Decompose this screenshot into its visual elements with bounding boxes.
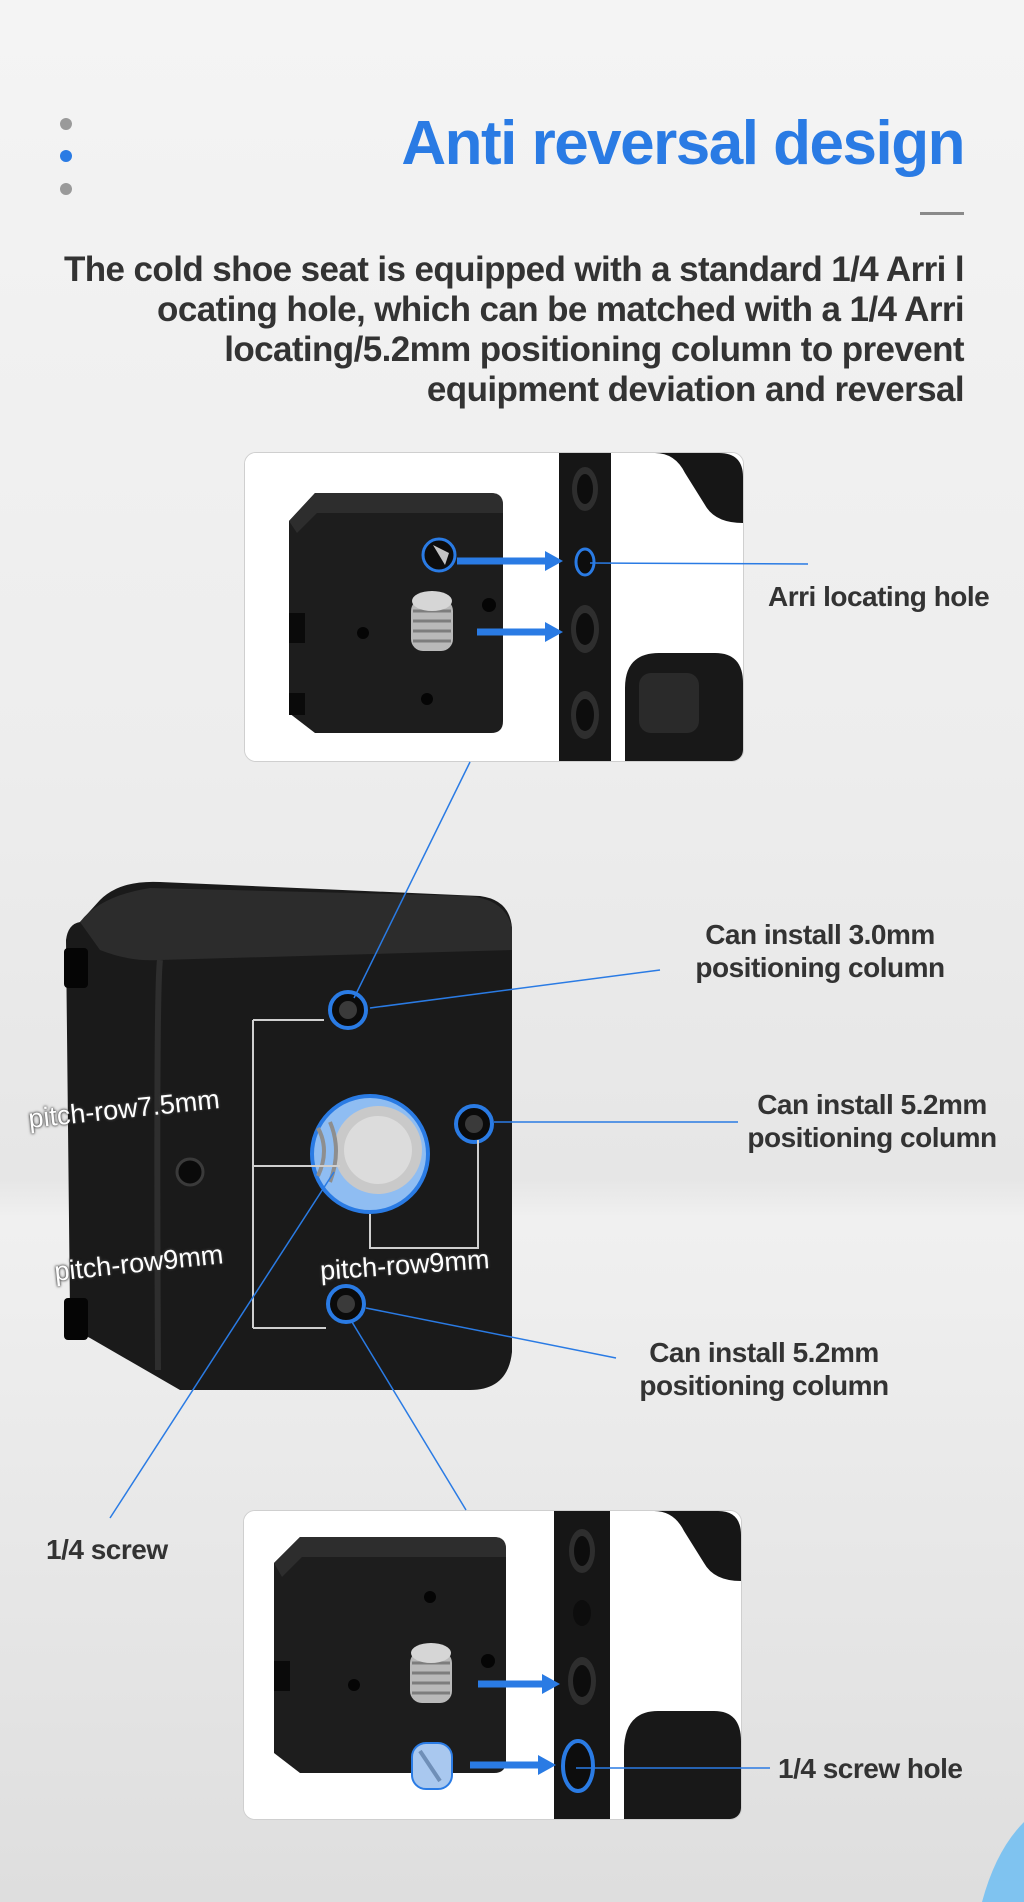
callout-5-2mm-bottom-line-2: positioning column bbox=[639, 1370, 889, 1401]
callout-3mm-column: Can install 3.0mm positioning column bbox=[688, 918, 952, 984]
callout-3mm-line-2: positioning column bbox=[695, 952, 945, 983]
pager-dot-2-active[interactable] bbox=[60, 150, 72, 162]
callout-5-2mm-bottom-line-1: Can install 5.2mm bbox=[649, 1337, 879, 1368]
pager-dot-1[interactable] bbox=[60, 118, 72, 130]
callout-quarter-screw: 1/4 screw bbox=[46, 1534, 168, 1565]
description-line-3: locating/5.2mm positioning column to pre… bbox=[224, 330, 964, 369]
bottom-mount-illustration bbox=[244, 1511, 741, 1819]
callout-5-2mm-column-right: Can install 5.2mm positioning column bbox=[736, 1088, 1008, 1154]
pager-dot-3[interactable] bbox=[60, 183, 72, 195]
section-title: Anti reversal design bbox=[401, 109, 965, 178]
callout-5-2mm-right-line-1: Can install 5.2mm bbox=[757, 1089, 987, 1120]
callout-5-2mm-right-line-2: positioning column bbox=[747, 1122, 997, 1153]
top-photo-frame bbox=[244, 452, 744, 762]
section-description: The cold shoe seat is equipped with a st… bbox=[64, 250, 965, 410]
callout-arri-hole: Arri locating hole bbox=[768, 581, 990, 612]
description-line-2: ocating hole, which can be matched with … bbox=[157, 290, 965, 329]
callout-quarter-screw-hole: 1/4 screw hole bbox=[778, 1753, 963, 1784]
description-line-4: equipment deviation and reversal bbox=[426, 370, 965, 409]
title-rule bbox=[920, 212, 964, 215]
top-mount-illustration bbox=[245, 453, 743, 761]
callout-3mm-line-1: Can install 3.0mm bbox=[705, 919, 935, 950]
callout-5-2mm-column-bottom: Can install 5.2mm positioning column bbox=[628, 1336, 900, 1402]
description-line-1: The cold shoe seat is equipped with a st… bbox=[64, 250, 965, 289]
